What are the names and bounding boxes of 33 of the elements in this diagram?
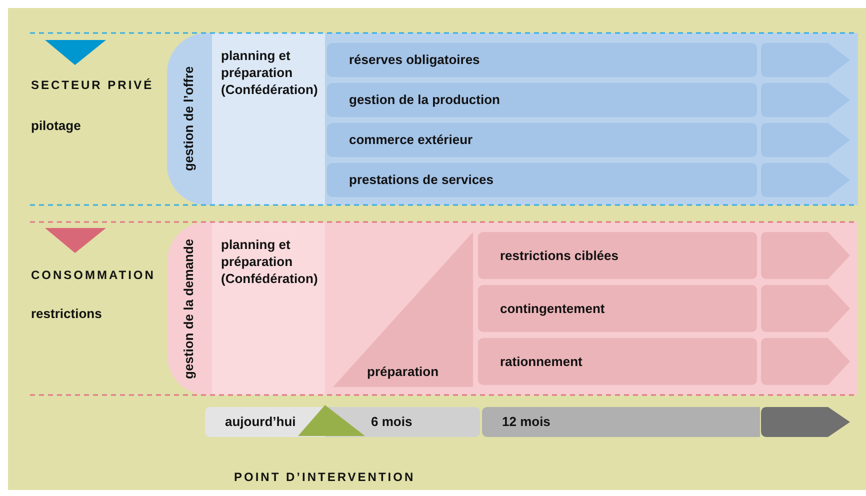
bar-label: prestations de services	[349, 171, 494, 189]
preparation-triangle	[333, 232, 473, 387]
column-text: planning et préparation (Confédération)	[221, 47, 319, 98]
planning-column	[212, 33, 325, 205]
planning-column	[212, 222, 325, 395]
bar-label: contingentement	[500, 300, 605, 318]
pointed-end-block	[761, 338, 850, 385]
measure-bar	[478, 338, 757, 385]
group-band	[167, 222, 858, 395]
section-subheading: restrictions	[31, 306, 102, 321]
timeline-label: 6 mois	[371, 413, 412, 431]
vertical-heading: gestion de l’offre	[181, 66, 196, 174]
group-band	[167, 33, 858, 205]
measure-bar	[478, 285, 757, 332]
section-subheading: pilotage	[31, 118, 81, 133]
timeline-segment	[482, 407, 760, 437]
section-heading: CONSOMMATION	[31, 268, 156, 282]
bar-label: rationnement	[500, 353, 582, 371]
timeline-label: aujourd’hui	[225, 413, 296, 431]
measure-bar	[478, 232, 757, 279]
timeline-label: 12 mois	[502, 413, 550, 431]
bar-label: commerce extérieur	[349, 131, 473, 149]
vertical-heading: gestion de la demande	[181, 237, 196, 381]
section-heading: SECTEUR PRIVÉ	[31, 78, 154, 92]
section-heading: POINT D’INTERVENTION	[234, 470, 416, 484]
bar-label: restrictions ciblées	[500, 247, 618, 265]
pointed-end-block	[761, 285, 850, 332]
pointed-end-block	[761, 232, 850, 279]
triangle-label: préparation	[367, 364, 439, 379]
column-text: planning et préparation (Confédération)	[221, 236, 319, 287]
pointed-end-block	[761, 407, 850, 437]
bar-label: gestion de la production	[349, 91, 500, 109]
bar-label: réserves obligatoires	[349, 51, 480, 69]
